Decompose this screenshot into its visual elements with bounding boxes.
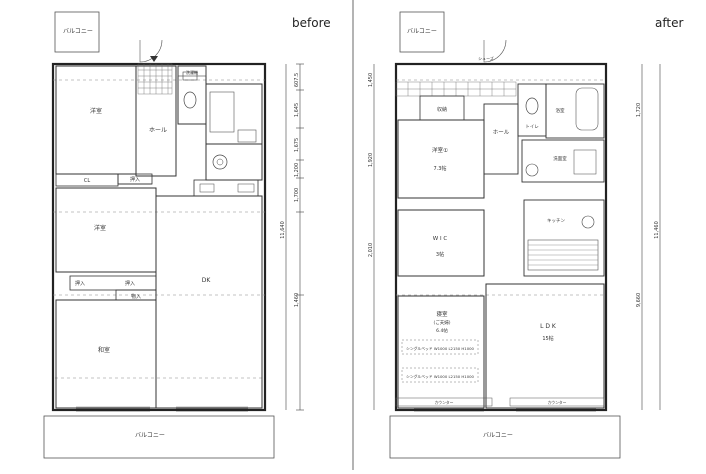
before-balcony-bottom — [43, 415, 275, 459]
after-counter-1 — [395, 397, 493, 407]
before-label-washer: 洗濯機 — [186, 69, 198, 75]
before-label-western-2: 洋室 — [94, 224, 106, 232]
after-balcony-top-label: バルコニー — [407, 28, 437, 35]
before-room-japanese — [55, 299, 157, 409]
before-balcony-bottom-label: バルコニー — [135, 432, 165, 439]
after-counter-2 — [509, 397, 605, 407]
after-label-kitchen: キッチン — [547, 218, 565, 224]
after-label-bedroom-area: 6.4帖 — [436, 327, 448, 334]
after-note-counter-1: カウンター — [435, 400, 454, 405]
before-label-closet-2: 押入 — [75, 280, 85, 287]
after-dim-left-2: 2,010 — [368, 243, 374, 257]
before-toilet-bowl — [183, 91, 197, 109]
before-room-western-1 — [55, 65, 137, 175]
after-label-hall: ホール — [493, 129, 510, 136]
after-balcony-top — [399, 11, 445, 53]
after-note-shoe: シューズ — [478, 55, 494, 61]
before-outer-wall — [51, 62, 267, 412]
after-plan: バルコニー シューズ 収納 洋室① 7.3帖 ホール トイレ — [368, 11, 661, 459]
after-label-bath: 浴室 — [556, 107, 565, 114]
before-label-dk: DK — [202, 277, 212, 284]
after-dim-left-0: 1,450 — [368, 73, 374, 87]
before-dim-1: 1,645 — [294, 103, 300, 117]
after-label-wic: W I C — [433, 236, 448, 242]
after-label-storage: 収納 — [437, 106, 447, 113]
before-closet-2 — [69, 275, 157, 291]
after-room-ldk — [485, 283, 605, 409]
after-room-western — [397, 119, 485, 199]
after-balcony-bottom-label: バルコニー — [483, 432, 513, 439]
after-note-bed-2: シングルベッド W1000 L2150 H1000 — [406, 374, 474, 379]
before-label-japanese: 和室 — [98, 346, 110, 354]
before-dim-3: 1,200 — [294, 163, 300, 177]
before-washroom — [205, 143, 263, 181]
after-label-western: 洋室① — [432, 146, 448, 154]
before-entry-tiles — [137, 63, 173, 95]
after-label-toilet: トイレ — [525, 125, 539, 130]
after-kitchen — [523, 199, 605, 277]
after-note-counter-2: カウンター — [548, 400, 567, 405]
after-dim-left-1: 1,920 — [368, 153, 374, 167]
after-bed-2 — [401, 367, 479, 383]
before-bathtub — [209, 91, 235, 133]
after-washroom — [521, 139, 605, 183]
before-dim-5: 1,460 — [294, 293, 300, 307]
after-label-ldk-area: 15帖 — [542, 335, 553, 342]
after-outer-wall — [394, 62, 608, 412]
after-label-ldk: L D K — [540, 323, 557, 330]
after-label-bedroom: 寝室 — [436, 310, 448, 318]
before-balcony-top-label: バルコニー — [63, 28, 93, 35]
before-label-hall: ホール — [149, 127, 167, 134]
panel-title-after: after — [655, 16, 684, 30]
after-bed-1 — [401, 339, 479, 355]
after-entry-tiles — [395, 81, 517, 97]
before-label-closet-1: 押入 — [130, 176, 140, 183]
after-hall — [483, 103, 519, 175]
after-dim-right-1: 9,660 — [636, 293, 642, 307]
before-label-western-1: 洋室 — [90, 107, 102, 115]
before-cl — [55, 173, 119, 187]
before-dim-2: 1,675 — [294, 138, 300, 152]
before-dim-6: 11,640 — [280, 221, 286, 239]
after-label-western-area: 7.3帖 — [434, 165, 447, 172]
after-label-wic-area: 3帖 — [436, 251, 444, 258]
after-dim-right-0: 11,460 — [654, 221, 660, 239]
before-label-shelf: 物入 — [131, 293, 141, 300]
before-kitchen-counter — [193, 179, 259, 197]
after-room-wic — [397, 209, 485, 277]
after-room-bedroom — [397, 295, 485, 409]
before-label-closet-3: 押入 — [125, 280, 135, 287]
after-bath — [545, 83, 605, 139]
after-balcony-bottom — [389, 415, 621, 459]
after-note-bed-1: シングルベッド W1000 L2150 H1000 — [406, 346, 474, 351]
before-dim-0: 607.5 — [294, 73, 300, 87]
before-dim-4: 1,700 — [294, 188, 300, 202]
before-label-cl: CL — [84, 178, 90, 184]
after-dim-right-2: 1,720 — [636, 103, 642, 117]
panel-title-before: before — [292, 16, 331, 30]
before-room-dk — [155, 195, 263, 409]
after-label-bedroom-note: (ご夫婦) — [433, 319, 450, 326]
after-label-washroom: 洗面室 — [553, 155, 567, 162]
before-plan: バルコニー 洋室 ホール — [43, 11, 304, 459]
before-balcony-top — [54, 11, 100, 53]
